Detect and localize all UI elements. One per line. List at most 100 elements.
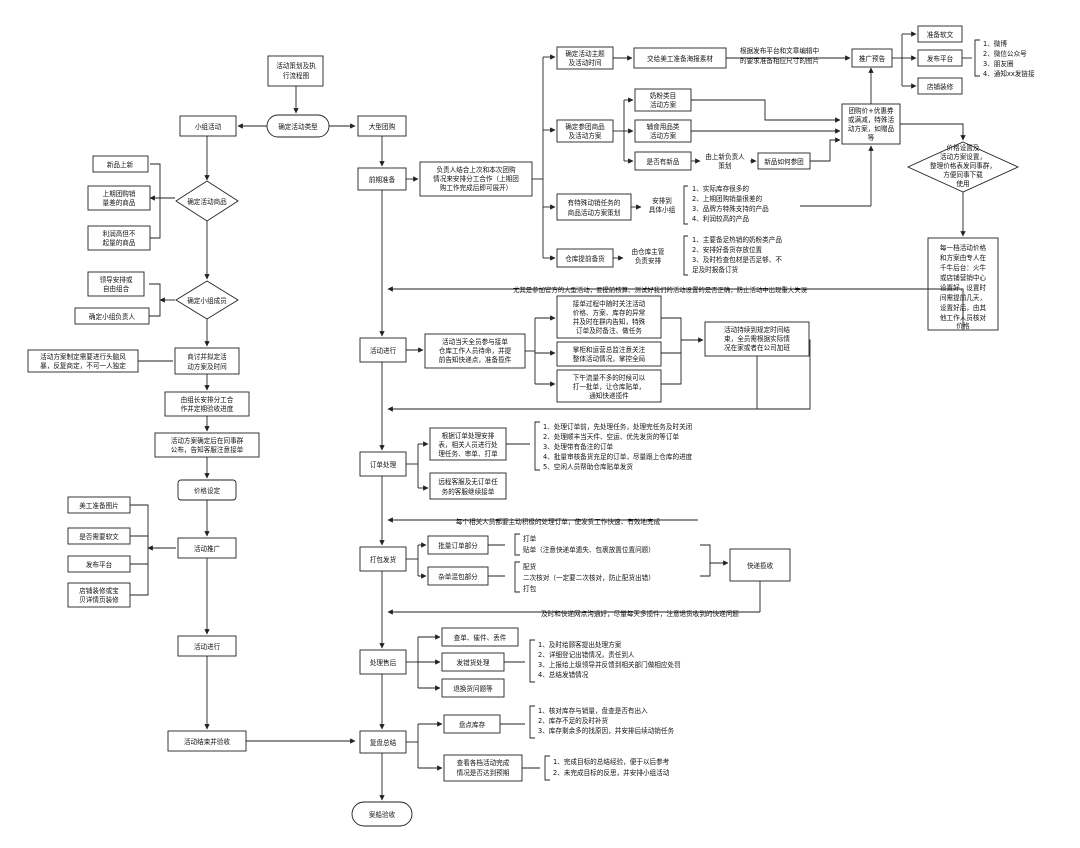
order-b-node — [429, 472, 507, 500]
platform-list-1: 1、微博 — [983, 39, 1007, 48]
new-product-node — [92, 155, 149, 173]
run-a-node — [556, 295, 662, 339]
plan-note-line-1: 活动方案制定需要进行头脑风 — [40, 352, 126, 361]
large-note: 尤其是参加官方的大型活动，要提前核算、测试好我们的活动设置的是否正确，防止活动中… — [513, 285, 808, 294]
run-c-line-1: 下午流量不多的时候可以 — [573, 373, 646, 382]
as-c-node — [441, 678, 505, 698]
review-label: 复盘总结 — [370, 738, 397, 747]
need-copy-label: 是否需要软文 — [79, 532, 119, 541]
as-b-label: 发错货处理 — [457, 658, 490, 667]
store-decoration-node — [917, 77, 963, 95]
small-activity-label: 小组活动 — [195, 122, 222, 131]
as-a-node — [441, 627, 519, 647]
as-a-label: 查单、催件、丢件 — [454, 633, 507, 642]
mixed-step-2: 二次核对（一定要二次核对，防止配货出错） — [523, 573, 655, 582]
leader-arrange-line-1: 领导安排或 — [100, 275, 133, 284]
publish-platform-label: 发布平台 — [86, 560, 113, 569]
discuss-plan-line-1: 商讨并拟定活 — [187, 352, 227, 361]
price-owner-line-1: 每一档活动价格 — [940, 243, 987, 252]
store-decor-line-2: 贝详情页装修 — [79, 595, 119, 604]
discuss-plan-node — [174, 347, 240, 375]
flowchart-title-line-2: 行流程图 — [283, 71, 310, 80]
aftersale-node — [359, 649, 407, 675]
warehouse-list-1: 1、主要备足热销的奶粉类产品 — [692, 235, 782, 244]
special-list-2: 2、上期团购销量很差的 — [692, 194, 763, 203]
run-b-line-2: 整体活动情况，掌控全局 — [573, 354, 646, 363]
price-set-label: 价格设定 — [194, 486, 221, 495]
prep-desc-line-3: 购工作完成后即可展开） — [440, 183, 513, 192]
special-list-4: 4、利润较高的产品 — [692, 214, 749, 223]
store-decor-line-1: 店铺装修或宝 — [79, 586, 119, 595]
run-b-line-1: 掌柜和运营总监注意关注 — [573, 345, 646, 354]
run-a-line-4: 订单及时备注、做任务 — [576, 326, 642, 335]
art-note-line-2: 的要求准备相应尺寸的图片 — [740, 56, 819, 65]
decide-type-label: 确定活动类型 — [278, 122, 318, 131]
to-art-label: 交给美工准备海报素材 — [647, 54, 713, 63]
warehouse-list-2: 2、安排好备货存放位置 — [692, 245, 763, 254]
as-list-4: 4、总结发错情况 — [538, 670, 589, 679]
activity-run-label: 活动进行 — [370, 346, 397, 355]
run-desc-node — [424, 333, 526, 369]
store-decor-node — [67, 582, 131, 608]
warehouse-list-3: 3、及时检查包材是否足够、不 — [692, 255, 782, 264]
art-images-label: 美工准备图片 — [79, 501, 119, 510]
run-b-node — [556, 341, 662, 367]
warehouse-owner-line-1: 由仓库主管 — [632, 247, 665, 256]
check-goals-line-2: 情况是否达到预期 — [457, 768, 510, 777]
special-task-line-2: 商品活动方案策划 — [568, 208, 621, 217]
small-activity-node — [179, 115, 237, 137]
low-profit-node — [87, 225, 151, 251]
order-a-line-1: 根据订单处理安排 — [442, 431, 495, 440]
inv-list-2: 2、库存不足的及时补货 — [538, 716, 609, 725]
discuss-plan-line-2: 动方案及时间 — [187, 362, 227, 371]
group-price-line-2: 或满减，特殊活 — [848, 115, 895, 124]
promo-forecast-label: 推广预告 — [859, 54, 886, 63]
goal-list-2: 2、未完成目标的反思，并安排小组活动 — [553, 768, 670, 777]
price-owner-line-2: 和方案由专人在 — [940, 253, 987, 262]
low-profit-line-1: 利润高但不 — [103, 229, 136, 238]
activity-end-label: 活动结束并验收 — [184, 737, 231, 746]
group-price-node — [841, 103, 901, 145]
order-note: 每个相关人员都要主动积极的处理订单，使发货工作快速、有效地完成 — [456, 517, 661, 526]
prep-label: 前期准备 — [369, 175, 396, 184]
price-diamond-line-4: 方便同事下载 — [943, 170, 983, 179]
platform-list-2: 2、微信公众号 — [983, 49, 1027, 58]
warehouse-label: 仓库提前备货 — [565, 254, 605, 263]
run-c-line-3: 通知快递揽件 — [589, 391, 629, 400]
price-owner-line-5: 设置好，设置时 — [940, 283, 987, 292]
price-owner-line-4: 或店铺营销中心 — [940, 273, 987, 282]
run-c-node — [556, 369, 662, 403]
as-list-1: 1、及时给顾客提出处理方案 — [538, 640, 622, 649]
confirm-theme-line-2: 及活动时间 — [569, 58, 602, 67]
order-a-line-3: 理任务、审单、打单 — [438, 449, 498, 458]
as-list-2: 2、详细登记出错情况，责任到人 — [538, 650, 635, 659]
inventory-label: 盘点库存 — [459, 720, 486, 729]
run-end-line-1: 活动持续到规定时间结 — [724, 325, 790, 334]
run-end-node — [704, 321, 810, 357]
leader-assign-line-2: 作并定期验收进度 — [181, 404, 234, 413]
as-list-3: 3、上报给上级领导并反馈到相关部门做相应处罚 — [538, 660, 681, 669]
express-label: 快递揽收 — [747, 561, 774, 570]
mixed-order-label: 杂单混包部分 — [438, 572, 478, 581]
price-diamond-line-2: 活动方案设置， — [940, 152, 986, 161]
prepare-copy-label: 准备软文 — [927, 30, 954, 39]
new-product-label: 新品上新 — [107, 160, 134, 169]
platform-list-3: 3、朋友圈 — [983, 59, 1014, 68]
group-price-line-3: 动方案，如赠品 — [848, 124, 895, 133]
inv-list-1: 1、核对库存与销量，盘查是否有出入 — [538, 706, 648, 715]
flowchart-title-line-1: 活动策划及执 — [276, 61, 316, 70]
run-a-line-1: 接单过程中随时关注活动 — [573, 299, 646, 308]
plan-note-line-2: 暴，反复商定，不可一人独定 — [40, 361, 126, 370]
inv-list-3: 3、库存剩余多的找原因，并安排后续动销任务 — [538, 726, 674, 735]
orders-label: 订单处理 — [370, 460, 397, 469]
activity-run-left-label: 活动进行 — [194, 642, 221, 651]
leader-arrange-line-2: 自由组合 — [103, 284, 130, 293]
confirm-product-label: 确定活动商品 — [187, 197, 227, 206]
mixed-step-1: 配货 — [523, 562, 537, 571]
run-desc-line-2: 仓库工作人员待命，并提 — [439, 346, 512, 355]
new-join-label: 新品如何参团 — [764, 157, 804, 166]
run-desc-line-1: 活动当天全员参与接单 — [442, 337, 508, 346]
price-diamond-line-3: 整理价格表发同事群， — [930, 161, 996, 170]
goal-list-1: 1、完成目标的总结经验，便于以后参考 — [553, 757, 670, 766]
